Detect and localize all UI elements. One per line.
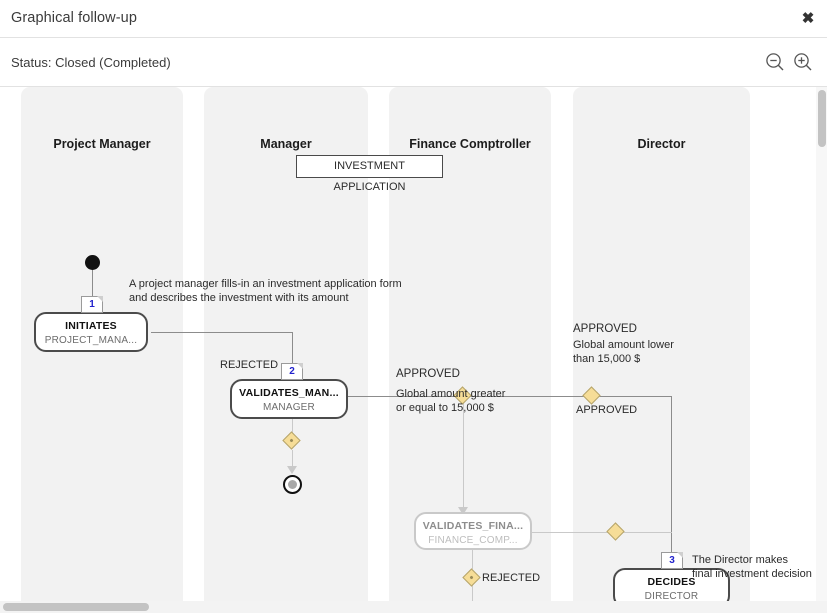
label-text: APPROVED — [573, 323, 637, 335]
label-rejected-manager: REJECTED — [220, 359, 279, 371]
status-text: Status: Closed (Completed) — [11, 55, 171, 70]
edge-manager-right — [348, 396, 458, 397]
note-line-2: final investment decision — [692, 568, 812, 580]
edge-finance-right — [531, 532, 609, 533]
edge-finance-reject-bottom — [472, 584, 473, 601]
label-approved-low: APPROVED Global amount lower than 15,000… — [573, 322, 713, 366]
node-actor: DIRECTOR — [644, 591, 699, 601]
node-name: DECIDES — [647, 576, 696, 588]
edge-approved-low-right — [598, 396, 672, 397]
note-line-2: and describes the investment with its am… — [129, 292, 349, 304]
lane-title: Finance Comptroller — [409, 137, 531, 151]
label-condition-2: or equal to 15,000 $ — [396, 402, 494, 414]
title-bar: Graphical follow-up ✖ — [0, 0, 827, 38]
edge-approved-low-down — [671, 396, 672, 556]
vertical-scrollbar-thumb[interactable] — [818, 90, 826, 147]
node-name: VALIDATES_MAN... — [239, 387, 339, 399]
page-title: Graphical follow-up — [11, 10, 138, 26]
edge-approved-span — [470, 396, 584, 397]
node-name: VALIDATES_FINA... — [422, 520, 524, 532]
arrow-manager-reject — [287, 466, 297, 474]
diagram-canvas[interactable]: Project Manager Manager Finance Comptrol… — [0, 87, 818, 601]
node-badge-decides: 3 — [661, 552, 683, 569]
close-icon[interactable]: ✖ — [801, 10, 815, 27]
label-rejected-finance: REJECTED — [482, 572, 541, 584]
label-condition-1: Global amount lower — [573, 339, 674, 351]
edge-initiates-right — [151, 332, 293, 333]
lane-director: Director — [573, 87, 750, 601]
note-director: The Director makes final investment deci… — [692, 553, 818, 581]
label-approved-high: APPROVED Global amount greater or equal … — [396, 367, 526, 415]
note-line-1: The Director makes — [692, 554, 788, 566]
edge-initiates-down — [292, 332, 293, 365]
edge-start-to-initiates — [92, 270, 93, 298]
vertical-scrollbar[interactable] — [816, 87, 827, 601]
start-node[interactable] — [85, 255, 100, 270]
node-actor: FINANCE_COMP... — [428, 535, 518, 546]
node-validates-manager[interactable]: VALIDATES_MAN... MANAGER — [230, 379, 348, 419]
note-project-manager: A project manager fills-in an investment… — [129, 277, 429, 305]
horizontal-scrollbar-thumb[interactable] — [3, 603, 149, 611]
lane-title: Director — [637, 137, 686, 151]
lane-title: Project Manager — [53, 137, 151, 151]
node-badge-initiates: 1 — [81, 296, 103, 313]
label-condition-1: Global amount greater — [396, 388, 506, 400]
node-validates-finance[interactable]: VALIDATES_FINA... FINANCE_COMP... — [414, 512, 532, 550]
status-bar — [0, 38, 827, 87]
artifact-investment-application[interactable]: INVESTMENT APPLICATION — [296, 155, 443, 193]
edge-finance-to-decides — [622, 532, 672, 533]
horizontal-scrollbar[interactable] — [0, 601, 827, 613]
label-approved-finance: APPROVED — [576, 404, 638, 416]
node-initiates[interactable]: INITIATES PROJECT_MANA... — [34, 312, 148, 352]
edge-finance-reject-top — [472, 549, 473, 569]
label-text: APPROVED — [396, 368, 460, 380]
arrow-to-finance — [458, 507, 468, 515]
node-actor: MANAGER — [263, 402, 315, 413]
edge-approved-high-down — [463, 403, 464, 513]
node-decides[interactable]: DECIDES DIRECTOR — [613, 568, 730, 601]
edge-manager-reject-top — [292, 415, 293, 437]
end-node-rejected-manager[interactable] — [283, 475, 302, 494]
note-line-1: A project manager fills-in an investment… — [129, 278, 402, 290]
label-condition-2: than 15,000 $ — [573, 353, 641, 365]
lane-title: Manager — [260, 137, 312, 151]
zoom-out-icon[interactable] — [763, 50, 787, 74]
node-name: INITIATES — [65, 320, 117, 332]
node-badge-validates-manager: 2 — [281, 363, 303, 380]
edge-manager-reject-bottom — [292, 450, 293, 468]
node-actor: PROJECT_MANA... — [44, 335, 138, 346]
zoom-in-icon[interactable] — [791, 50, 815, 74]
zoom-controls — [763, 50, 817, 76]
